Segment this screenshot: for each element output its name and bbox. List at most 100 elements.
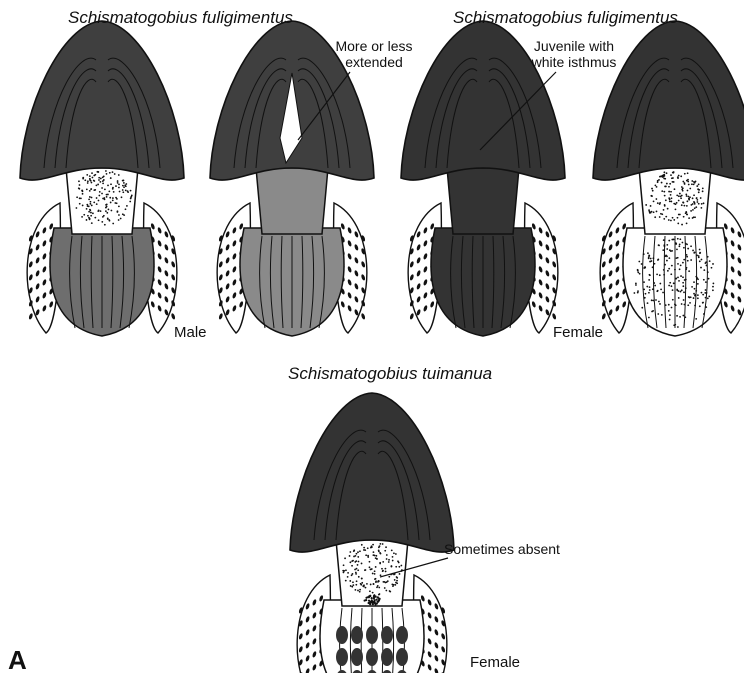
stipple-dot xyxy=(673,282,675,284)
stipple-dot xyxy=(686,256,688,258)
stipple-dot xyxy=(382,543,384,545)
stipple-dot xyxy=(699,252,701,254)
stipple-dot xyxy=(682,276,684,278)
stipple-dot xyxy=(700,267,702,269)
stipple-dot xyxy=(682,285,684,287)
stipple-dot xyxy=(87,205,89,207)
stipple-dot xyxy=(91,182,93,184)
stipple-dot xyxy=(683,216,685,218)
stipple-dot xyxy=(660,288,662,290)
stipple-dot xyxy=(669,282,671,284)
stipple-dot xyxy=(702,190,704,192)
fin-spot xyxy=(601,313,606,320)
stipple-dot xyxy=(114,173,116,175)
stipple-dot xyxy=(80,197,82,199)
stipple-dot xyxy=(391,583,393,585)
stipple-dot xyxy=(123,186,125,188)
stipple-dot xyxy=(344,557,346,559)
stipple-dot xyxy=(680,291,682,293)
belly-blotch xyxy=(351,626,363,644)
stipple-dot xyxy=(124,184,126,186)
species-title-top-right: Schismatogobius fuligimentus xyxy=(453,8,678,28)
stipple-dot xyxy=(690,210,692,212)
stipple-dot xyxy=(108,219,110,221)
stipple-dot xyxy=(683,291,685,293)
stipple-dot xyxy=(696,197,698,199)
stipple-dot xyxy=(94,217,96,219)
stipple-dot xyxy=(355,572,357,574)
stipple-dot xyxy=(678,200,680,202)
stipple-dot xyxy=(98,195,100,197)
stipple-dot xyxy=(398,566,400,568)
stipple-dot xyxy=(83,214,85,216)
stipple-dot xyxy=(104,188,106,190)
stipple-dot xyxy=(646,286,648,288)
stipple-dot xyxy=(370,584,372,586)
stipple-dot xyxy=(93,201,95,203)
stipple-dot xyxy=(127,190,129,192)
stipple-dot xyxy=(655,198,657,200)
stipple-dot xyxy=(694,207,696,209)
stipple-dot xyxy=(700,197,702,199)
stipple-dot xyxy=(675,278,677,280)
stipple-dot xyxy=(129,201,131,203)
stipple-dot xyxy=(651,188,653,190)
stipple-dot xyxy=(131,195,133,197)
stipple-dot xyxy=(676,257,678,259)
stipple-dot xyxy=(689,196,691,198)
stipple-dot xyxy=(669,183,671,185)
stipple-dot xyxy=(687,190,689,192)
stipple-dot xyxy=(709,260,711,262)
stipple-dot xyxy=(686,195,688,197)
panel-letter: A xyxy=(8,645,27,676)
stipple-dot xyxy=(654,285,656,287)
stipple-dot xyxy=(663,269,665,271)
stipple-dot xyxy=(647,252,649,254)
stipple-dot xyxy=(371,568,373,570)
stipple-dot xyxy=(661,182,663,184)
stipple-dot xyxy=(694,251,696,253)
stipple-dot xyxy=(669,314,671,316)
stipple-dot xyxy=(118,187,120,189)
stipple-dot xyxy=(661,314,663,316)
stipple-dot xyxy=(697,283,699,285)
stipple-dot xyxy=(358,561,360,563)
stipple-dot xyxy=(697,297,699,299)
stipple-dot xyxy=(117,210,119,212)
stipple-dot xyxy=(705,262,707,264)
stipple-dot xyxy=(703,313,705,315)
stipple-dot xyxy=(679,238,681,240)
stipple-dot xyxy=(656,274,658,276)
stipple-dot xyxy=(388,576,390,578)
stipple-dot xyxy=(661,213,663,215)
stipple-dot xyxy=(369,561,371,563)
stipple-dot xyxy=(386,558,388,560)
stipple-dot xyxy=(107,218,109,220)
stipple-dot xyxy=(648,209,650,211)
stipple-dot xyxy=(96,184,98,186)
stipple-dot xyxy=(82,205,84,207)
stipple-dot xyxy=(703,202,705,204)
stipple-dot xyxy=(685,193,687,195)
stipple-dot xyxy=(658,244,660,246)
stipple-dot xyxy=(678,290,680,292)
label-female-bottom: Female xyxy=(470,654,520,671)
stipple-dot xyxy=(343,570,345,572)
stipple-dot xyxy=(394,584,396,586)
stipple-dot xyxy=(97,171,99,173)
stipple-dot xyxy=(691,183,693,185)
stipple-dot xyxy=(94,189,96,191)
stipple-dot xyxy=(388,561,390,563)
stipple-dot xyxy=(669,249,671,251)
stipple-dot xyxy=(685,211,687,213)
isthmus xyxy=(447,168,519,234)
stipple-dot xyxy=(109,172,111,174)
stipple-dot xyxy=(87,215,89,217)
stipple-dot xyxy=(375,555,377,557)
stipple-dot xyxy=(666,172,668,174)
stipple-dot xyxy=(354,589,356,591)
stipple-dot xyxy=(377,596,379,598)
stipple-dot xyxy=(662,249,664,251)
stipple-dot xyxy=(394,579,396,581)
stipple-dot xyxy=(361,544,363,546)
